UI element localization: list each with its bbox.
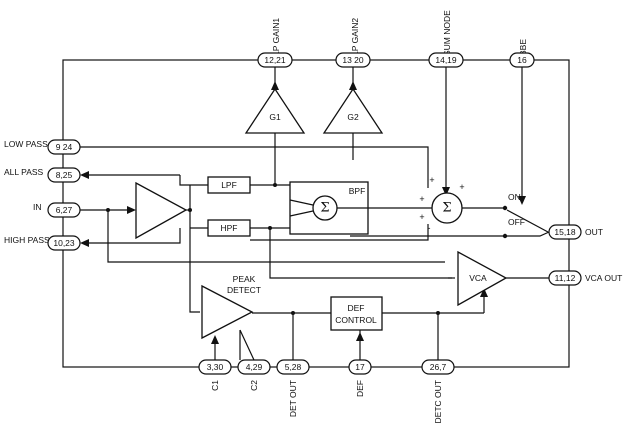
pin-bbe: 16 — [509, 52, 535, 68]
lpf-block: LPF — [207, 176, 251, 194]
svg-text:6,27: 6,27 — [56, 205, 73, 215]
switch-on-contact — [502, 205, 508, 211]
lp-gain2-label: LP GAIN2 — [350, 18, 360, 56]
svg-text:5,28: 5,28 — [285, 362, 302, 372]
c1-label: C1 — [210, 380, 220, 391]
switch-on-label: ON — [508, 192, 521, 202]
summing-node: Σ — [431, 192, 463, 224]
hpf-block: HPF — [207, 219, 251, 237]
pin-out: 15,18 — [548, 224, 582, 240]
all-pass-label: ALL PASS — [4, 167, 44, 177]
def-label: DEF — [355, 380, 365, 397]
junction-dot — [436, 311, 440, 315]
svg-text:10,23: 10,23 — [53, 238, 75, 248]
sum-minus-sign: - — [428, 223, 431, 233]
svg-text:BPF: BPF — [349, 186, 366, 196]
svg-text:15,18: 15,18 — [554, 227, 576, 237]
svg-text:12,21: 12,21 — [264, 55, 286, 65]
pin-lp-gain2: 13 20 — [335, 52, 371, 68]
pin-det-out: 5,28 — [276, 359, 310, 375]
switch-off-label: OFF — [508, 217, 525, 227]
svg-text:Σ: Σ — [320, 201, 329, 216]
svg-text:26,7: 26,7 — [430, 362, 447, 372]
svg-text:8,25: 8,25 — [56, 170, 73, 180]
svg-text:G2: G2 — [347, 112, 359, 122]
pin-def: 17 — [348, 359, 372, 375]
pin-all-pass: 8,25 — [47, 167, 81, 183]
sum-plus-sign: + — [459, 182, 464, 192]
peak-detect-label-2: DETECT — [227, 285, 261, 295]
vca-block: VCA — [457, 250, 508, 307]
sum-plus-sign: + — [419, 212, 424, 222]
svg-text:4,29: 4,29 — [246, 362, 263, 372]
in-label: IN — [33, 202, 42, 212]
pin-low-pass: 9 24 — [47, 139, 81, 155]
det-out-label: DET OUT — [288, 380, 298, 417]
junction-dot — [291, 311, 295, 315]
bbe-label: BBE — [518, 39, 528, 56]
svg-text:11,12: 11,12 — [555, 273, 576, 283]
sum-plus-sign: + — [419, 194, 424, 204]
svg-text:17: 17 — [355, 362, 365, 372]
def-control-block: DEF CONTROL — [330, 296, 383, 331]
junction-dot — [106, 208, 110, 212]
svg-text:16: 16 — [517, 55, 527, 65]
g1-amplifier: G1 — [244, 87, 306, 134]
svg-text:VCA: VCA — [469, 273, 487, 283]
pin-in: 6,27 — [47, 202, 81, 218]
svg-text:CONTROL: CONTROL — [335, 315, 377, 325]
input-amplifier — [135, 181, 188, 240]
junction-dot — [188, 208, 192, 212]
sum-node-label: SUM NODE — [442, 10, 452, 56]
high-pass-label: HIGH PASS — [4, 235, 50, 245]
g2-amplifier: G2 — [322, 87, 384, 134]
peak-detect-label-1: PEAK — [233, 274, 256, 284]
svg-text:3,30: 3,30 — [207, 362, 224, 372]
junction-dot — [268, 226, 272, 230]
vca-out-label: VCA OUT — [585, 273, 622, 283]
lp-gain1-label: LP GAIN1 — [271, 18, 281, 56]
svg-text:9 24: 9 24 — [56, 142, 73, 152]
svg-text:HPF: HPF — [221, 223, 238, 233]
sum-plus-sign: + — [429, 175, 434, 185]
switch-off-contact — [502, 233, 508, 239]
svg-text:14,19: 14,19 — [435, 55, 457, 65]
out-label: OUT — [585, 227, 603, 237]
svg-text:13 20: 13 20 — [342, 55, 364, 65]
junction-dot — [273, 183, 277, 187]
pin-detc-out: 26,7 — [421, 359, 455, 375]
pin-lp-gain1: 12,21 — [257, 52, 293, 68]
detc-out-label: DETC OUT — [433, 380, 443, 423]
wires — [80, 67, 550, 361]
pin-high-pass: 10,23 — [47, 235, 81, 251]
svg-text:Σ: Σ — [442, 201, 451, 216]
c2-label: C2 — [249, 380, 259, 391]
svg-text:LPF: LPF — [221, 180, 237, 190]
low-pass-label: LOW PASS — [4, 139, 48, 149]
pin-c1: 3,30 — [198, 359, 232, 375]
pin-vca-out: 11,12 — [548, 270, 582, 286]
svg-text:G1: G1 — [269, 112, 281, 122]
pin-sum-node: 14,19 — [428, 52, 464, 68]
svg-text:DEF: DEF — [348, 303, 365, 313]
pin-c2: 4,29 — [237, 359, 271, 375]
peak-detect-amplifier — [201, 284, 254, 340]
